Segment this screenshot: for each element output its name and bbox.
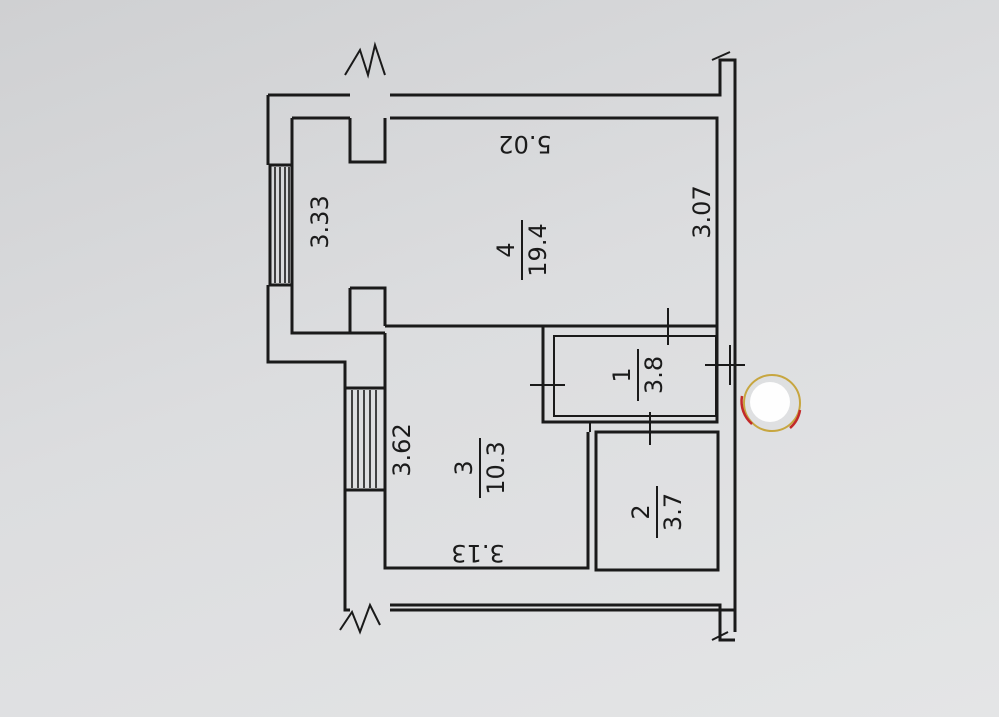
window-room-3 xyxy=(343,386,387,492)
room-1-outline xyxy=(541,324,719,432)
room-4-number: 4 xyxy=(492,242,520,257)
room-4-area: 19.4 xyxy=(524,223,552,276)
window-room-4 xyxy=(268,163,294,287)
room-3-number: 3 xyxy=(450,460,478,475)
room-2-number: 2 xyxy=(627,504,655,519)
room-3-depth-dimension: 3.62 xyxy=(388,423,416,476)
light-glare xyxy=(740,374,802,432)
room-2-label: 2 3.7 xyxy=(627,486,687,538)
room-4-side-dimension: 3.33 xyxy=(306,195,334,248)
room-4-depth-dimension: 3.07 xyxy=(688,185,716,238)
door-marks xyxy=(530,308,745,445)
room-3-label: 3 10.3 xyxy=(450,438,510,498)
room-3-area: 10.3 xyxy=(482,441,510,494)
room-1-label: 1 3.8 xyxy=(608,349,668,401)
room-1-number: 1 xyxy=(608,367,636,382)
room-2-area: 3.7 xyxy=(659,493,687,531)
room-4-label: 4 19.4 xyxy=(492,220,552,280)
room-1-area: 3.8 xyxy=(640,356,668,394)
room-4-width-dimension: 5.02 xyxy=(498,130,551,158)
room-2-outline xyxy=(594,430,720,572)
room-3-width-dimension: 3.13 xyxy=(451,539,504,567)
